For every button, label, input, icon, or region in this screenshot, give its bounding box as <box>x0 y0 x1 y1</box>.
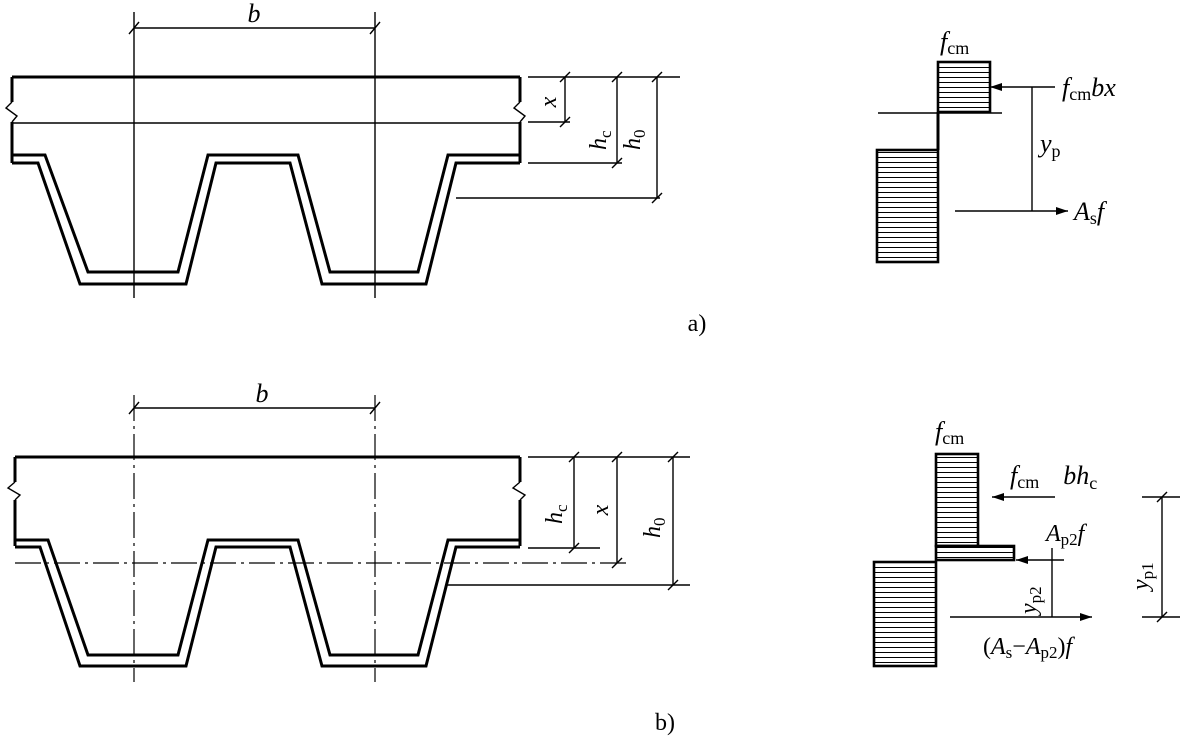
tick <box>369 401 381 415</box>
steel-deck-upper <box>15 538 520 657</box>
b-label: b <box>248 0 261 28</box>
tick <box>369 21 381 35</box>
tick <box>651 192 663 204</box>
part-b-label: b) <box>655 710 675 736</box>
tension-force-label: (As−Ap2)f <box>983 634 1076 662</box>
tick <box>568 542 580 554</box>
tick <box>611 451 623 463</box>
compression-force-label: fcmbx <box>1062 73 1116 104</box>
deck-compression-block <box>934 544 1016 562</box>
fcm-top-label: fcm <box>935 417 964 448</box>
tick <box>128 21 140 35</box>
x-label: x <box>588 504 614 516</box>
tick <box>611 557 623 569</box>
tick <box>667 579 679 591</box>
part-a-label: a) <box>688 311 707 337</box>
h0-label: h0 <box>640 518 669 539</box>
yp-label: yp <box>1037 129 1061 161</box>
tick <box>559 116 571 128</box>
h0-label: h0 <box>620 130 649 151</box>
tick <box>128 401 140 415</box>
x-label: x <box>536 96 562 108</box>
hc-label: hc <box>542 504 571 524</box>
tick <box>651 71 663 83</box>
tension-block <box>872 560 938 668</box>
steel-deck-lower <box>15 545 520 668</box>
part-a-stress-diagram: fcm fcmbx yp Asf <box>875 27 1116 264</box>
break-mark <box>512 101 527 123</box>
break-mark <box>6 481 22 501</box>
fcm-top-label: fcm <box>940 27 969 58</box>
deck-force-label: Ap2f <box>1044 521 1088 549</box>
hc-label: hc <box>586 130 615 150</box>
tension-block <box>875 148 940 264</box>
b-label: b <box>256 379 269 408</box>
break-mark <box>511 481 527 501</box>
part-a-section: b x hc h0 a) <box>4 0 707 337</box>
yp1-label: yp1 <box>1128 562 1157 592</box>
concrete-compression-block <box>934 452 980 548</box>
tick <box>611 157 623 169</box>
tick <box>611 71 623 83</box>
yp2-label: yp2 <box>1016 586 1045 616</box>
steel-deck-lower <box>12 161 520 286</box>
tick <box>667 451 679 463</box>
part-b-section: b hc x h0 b) <box>6 379 690 736</box>
compression-block <box>936 60 992 114</box>
steel-deck-upper <box>12 153 520 274</box>
tension-force-label: Asf <box>1072 197 1108 228</box>
tick <box>559 71 571 83</box>
tick <box>568 451 580 463</box>
break-mark <box>4 101 19 123</box>
